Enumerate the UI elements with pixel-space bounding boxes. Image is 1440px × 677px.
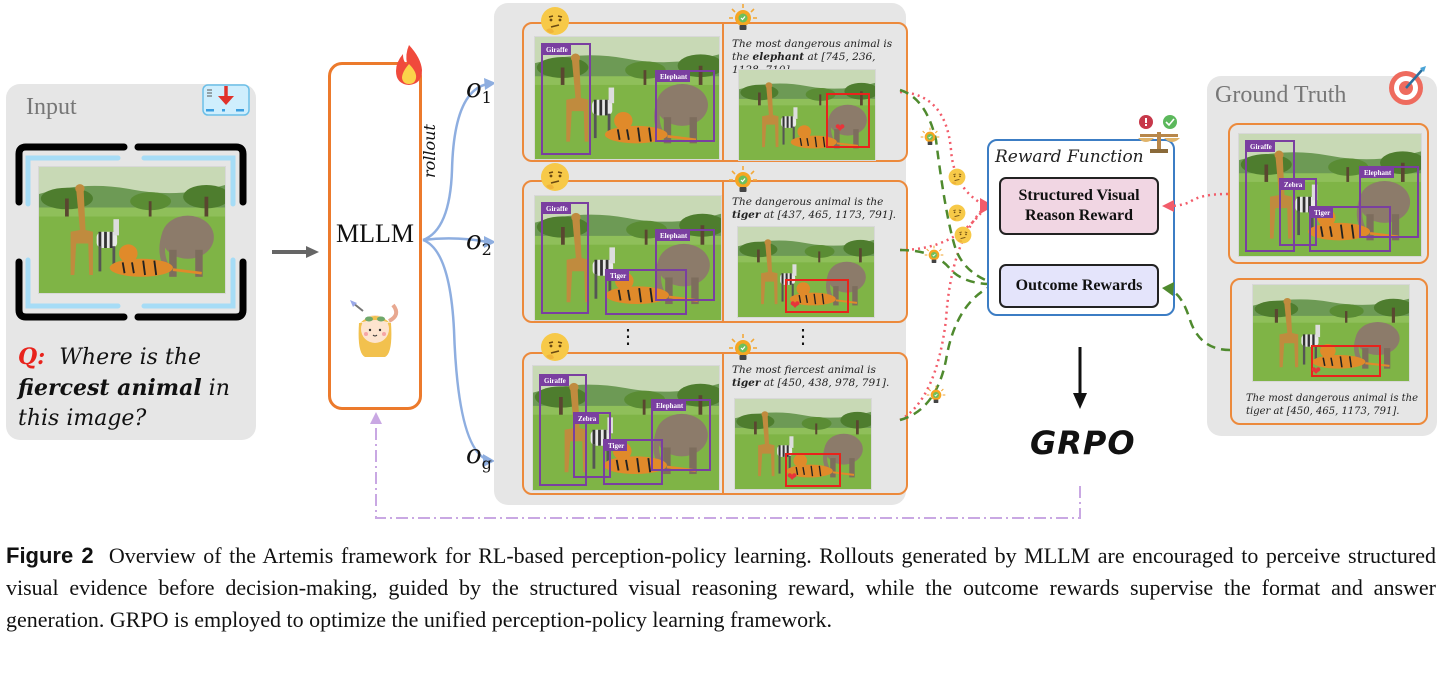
lightbulb-check-icon — [920, 126, 940, 148]
thinking-emoji-icon — [540, 162, 570, 192]
rollout-g-answer-image: ❤ — [734, 398, 872, 490]
question-prefix: Q: — [18, 344, 46, 370]
ground-truth-answer-image: ❤ — [1252, 284, 1410, 382]
bbox-giraffe: Giraffe — [1245, 140, 1295, 252]
lightbulb-check-icon — [728, 164, 758, 196]
target-icon — [1386, 66, 1428, 106]
ground-truth-perception-image: Giraffe Zebra Elephant Tiger — [1238, 133, 1422, 257]
lightbulb-check-icon — [728, 2, 758, 34]
thinking-emoji-icon — [954, 226, 972, 244]
heart-arrow-icon: ❤ — [790, 298, 801, 312]
ground-truth-title: Ground Truth — [1215, 82, 1347, 108]
mllm-label: MLLM — [336, 219, 414, 248]
fire-icon — [393, 44, 425, 86]
rollout-2-answer: The dangerous animal is the tiger at [43… — [732, 196, 896, 221]
ground-truth-perception-card: Giraffe Zebra Elephant Tiger — [1228, 123, 1429, 264]
heart-arrow-icon: ❤ — [835, 121, 846, 135]
card-divider — [722, 24, 724, 160]
heart-arrow-icon: ❤ — [787, 470, 798, 484]
rollout-g-perception-image: Giraffe Zebra Elephant Tiger — [532, 365, 720, 491]
input-panel: Input Q: — [6, 84, 256, 440]
bbox-elephant: Elephant — [655, 70, 715, 142]
rollout-label-o2: o2 — [466, 226, 492, 260]
reward-function-title: Reward Function — [995, 147, 1144, 167]
card-divider — [722, 182, 724, 321]
card-divider — [722, 354, 724, 493]
rollout-g-answer: The most fiercest animal is tiger at [45… — [732, 364, 890, 389]
question-text: Q: Where is the fiercest animal in this … — [18, 344, 230, 431]
answer-box — [1311, 345, 1381, 377]
bbox-elephant: Elephant — [651, 399, 711, 471]
thinking-emoji-icon — [540, 6, 570, 36]
heart-arrow-icon: ❤ — [1311, 364, 1322, 378]
input-image — [38, 166, 226, 294]
rollout-arrows — [420, 70, 500, 490]
answer-box — [785, 279, 849, 313]
lightbulb-check-icon — [926, 384, 946, 406]
figure-caption: Figure 2 Overview of the Artemis framewo… — [6, 540, 1436, 636]
rollout-1-answer-image: ❤ — [738, 69, 876, 161]
upload-icon — [202, 84, 250, 116]
answer-box — [785, 453, 841, 487]
thinking-emoji-icon — [948, 204, 966, 222]
bbox-tiger: Tiger — [605, 269, 687, 315]
bbox-tiger: Tiger — [1309, 206, 1391, 252]
mllm-box: MLLM — [328, 62, 422, 410]
bbox-giraffe: Giraffe — [539, 374, 587, 486]
ground-truth-connectors — [1160, 190, 1232, 360]
balance-scale-icon — [1136, 114, 1182, 154]
rollout-2-perception-image: Giraffe Elephant Tiger — [534, 195, 722, 321]
lightbulb-check-icon — [924, 244, 944, 266]
outcome-rewards: Outcome Rewards — [999, 264, 1159, 308]
image-frame — [14, 142, 248, 322]
caption-text: Overview of the Artemis framework for RL… — [6, 543, 1436, 632]
rollout-card-g[interactable]: Giraffe Zebra Elephant Tiger The most fi… — [522, 352, 908, 495]
lightbulb-check-icon — [728, 332, 758, 364]
feedback-line — [370, 412, 1086, 524]
rollout-2-answer-image: ❤ — [737, 226, 875, 318]
artemis-avatar-icon — [345, 297, 405, 361]
bbox-giraffe: Giraffe — [541, 43, 591, 155]
rollout-label: rollout — [420, 124, 439, 178]
input-title: Input — [26, 94, 77, 120]
structured-visual-reason-reward: Structured Visual Reason Reward — [999, 177, 1159, 235]
figure-label: Figure 2 — [6, 543, 94, 568]
ellipsis-left: ⋮ — [618, 324, 638, 348]
reward-function-box: Reward Function Structured Visual Reason… — [987, 139, 1175, 316]
ground-truth-answer-card: ❤ The most dangerous animal is the tiger… — [1230, 278, 1428, 425]
rollout-label-og: og — [466, 440, 492, 474]
bbox-tiger: Tiger — [603, 439, 663, 485]
thinking-emoji-icon — [948, 168, 966, 186]
ground-truth-answer: The most dangerous animal is the tiger a… — [1246, 393, 1419, 417]
bbox-giraffe: Giraffe — [541, 202, 589, 314]
rollout-1-perception-image: Giraffe Elephant — [534, 36, 720, 160]
rollout-label-o1: o1 — [466, 74, 492, 108]
answer-box — [826, 93, 870, 148]
thinking-emoji-icon — [540, 332, 570, 362]
input-arrow — [272, 244, 320, 258]
rollout-card-1[interactable]: Giraffe Elephant The most dangerous anim… — [522, 22, 908, 162]
rollout-card-2[interactable]: Giraffe Elephant Tiger The dangerous ani… — [522, 180, 908, 323]
down-arrow — [1072, 347, 1088, 411]
ellipsis-right: ⋮ — [793, 324, 813, 348]
grpo-label: GRPO — [1030, 424, 1136, 462]
